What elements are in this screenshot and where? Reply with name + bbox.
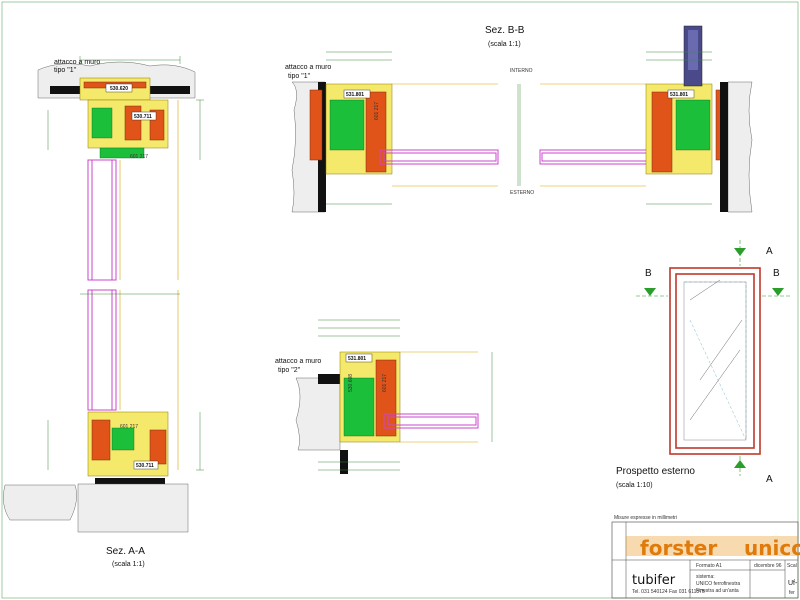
glass-lower-inner-aa: [91, 289, 113, 411]
contact-tel: Tel. 031 540124 Fax 031 611375: [632, 589, 705, 595]
glass-upper-inner-aa: [91, 159, 113, 281]
gasket-left-bb: [329, 99, 365, 151]
note-tipo1-line2-bb: tipo "1": [288, 73, 311, 80]
label-interno: INTERNO: [510, 68, 533, 74]
code-531801-left: 531.801: [346, 92, 364, 98]
glass-reflex-1: [689, 279, 721, 301]
window-sash: [683, 281, 747, 441]
steel-sash-aa: [124, 105, 142, 141]
tag-530711-bottom: [133, 460, 159, 470]
wall-tipo2: [295, 377, 341, 451]
glass-reflex-2: [699, 319, 743, 381]
note-tipo2-line2: tipo "2": [278, 367, 301, 374]
gasket-right-bb: [675, 99, 711, 151]
glass-right-inner-bb: [541, 152, 655, 162]
section-bb: Sez. B-B (scala 1:1) attacco a muro tipo…: [285, 25, 753, 213]
brand-forster: forster: [640, 536, 717, 560]
title-block: Misure espresse in millimetri forster un…: [611, 515, 800, 599]
section-aa: 530.620 530.711 601 217 601 217 530.711: [3, 56, 204, 568]
prospetto-esterno: A A B B Prospetto esterno (scala 1:10): [616, 240, 792, 489]
tag-531801-tipo2: [345, 353, 373, 363]
tag-530620: [105, 83, 133, 93]
steel-bottom-aa: [91, 419, 111, 461]
glass-right-bb: [539, 149, 659, 165]
section-tipo2: attacco a muro tipo "2" 531.801 601 217 …: [275, 319, 493, 474]
marker-a-top: A: [766, 246, 773, 257]
tag-531801-left: [343, 89, 371, 99]
code-601217-top: 601 217: [130, 154, 148, 160]
label-esterno: ESTERNO: [510, 190, 534, 196]
code-531801-tipo2: 531.801: [348, 356, 366, 362]
code-531801-right: 531.801: [670, 92, 688, 98]
note-tipo1-line2-aa: tipo "1": [54, 67, 77, 74]
code-530620: 530.620: [110, 86, 128, 92]
dims-aa: [47, 56, 204, 471]
steel-sash-right-bb: [651, 91, 673, 173]
gasket-mid-aa: [99, 147, 145, 159]
glass-tipo2: [383, 413, 479, 429]
code-530711-bottom: 530.711: [136, 463, 154, 469]
drawing-code2: fer: [789, 590, 795, 596]
title-section-aa: Sez. A-A: [106, 546, 145, 557]
code-530608-tipo2: 530.608: [348, 374, 354, 392]
units-note: Misure espresse in millimetri: [614, 515, 677, 521]
glass-reflex-3: [689, 349, 741, 421]
code-530711-top: 530.711: [134, 114, 152, 120]
wall-bottom-aa: [77, 483, 189, 533]
data-date: dicembre 96: [754, 563, 782, 569]
marker-b-left: B: [645, 268, 652, 279]
glass-left-bb: [379, 149, 499, 165]
drawing-code: Uf-: [788, 580, 798, 587]
stone-sill-aa: [3, 484, 77, 521]
scale-prospetto: (scala 1:10): [616, 482, 653, 489]
note-tipo1-line1-bb: attacco a muro: [285, 64, 331, 71]
handle-grip: [688, 30, 698, 70]
window-outer-frame: [669, 267, 761, 455]
steel-sash-left-bb: [365, 91, 387, 173]
glass-left-inner-bb: [383, 152, 497, 162]
opening-line-2: [689, 319, 747, 441]
gasket-tipo2: [343, 377, 375, 437]
scale-section-bb: (scala 1:1): [488, 41, 521, 48]
marker-a-top-arrow: [734, 248, 746, 256]
brand-unico: unico: [744, 536, 800, 560]
gasket-top-aa: [91, 107, 113, 139]
title-prospetto: Prospetto esterno: [616, 466, 695, 477]
code-601217-left-bb: 601 217: [374, 102, 380, 120]
marker-b-left-arrow: [644, 288, 656, 296]
brand-tubifer: tubifer: [632, 573, 676, 588]
brand-band: [626, 536, 798, 556]
code-601217-tipo2: 601 217: [382, 374, 388, 392]
title-section-bb: Sez. B-B: [485, 25, 525, 36]
marker-a-bottom-arrow: [734, 460, 746, 468]
glass-tipo2-inner: [387, 416, 477, 426]
sill-bottom-aa: [95, 478, 165, 484]
dims-tipo2: [318, 319, 493, 471]
marker-b-right-arrow: [772, 288, 784, 296]
tag-530711-top: [131, 111, 157, 121]
tag-531801-right: [667, 89, 695, 99]
steel-bottom-side-aa: [149, 429, 167, 465]
note-tipo2-line1: attacco a muro: [275, 358, 321, 365]
window-inner-frame: [675, 273, 755, 449]
marker-a-bottom: A: [766, 474, 773, 485]
wall-right-bb: [727, 81, 753, 213]
dims-bb: [326, 51, 712, 205]
code-601217-bottom: 601 217: [120, 424, 138, 430]
gasket-bottom-aa: [111, 427, 135, 451]
scale-section-aa: (scala 1:1): [112, 561, 145, 568]
marker-b-right: B: [773, 268, 780, 279]
formato: Formato A1: [696, 563, 722, 569]
sill-tipo2: [318, 374, 342, 384]
sistema-line1: UNICO ferrofinestra: [696, 581, 740, 587]
opening-line-1: [684, 281, 747, 440]
note-tipo1-line1-aa: attacco a muro: [54, 59, 100, 66]
sistema-line2: Finestra ad un'anta: [696, 588, 739, 594]
sistema-label: sistema:: [696, 574, 715, 580]
sill-right-bb: [720, 82, 728, 212]
steel-left-bb: [309, 89, 323, 161]
scala-label: Scal: [787, 563, 797, 569]
